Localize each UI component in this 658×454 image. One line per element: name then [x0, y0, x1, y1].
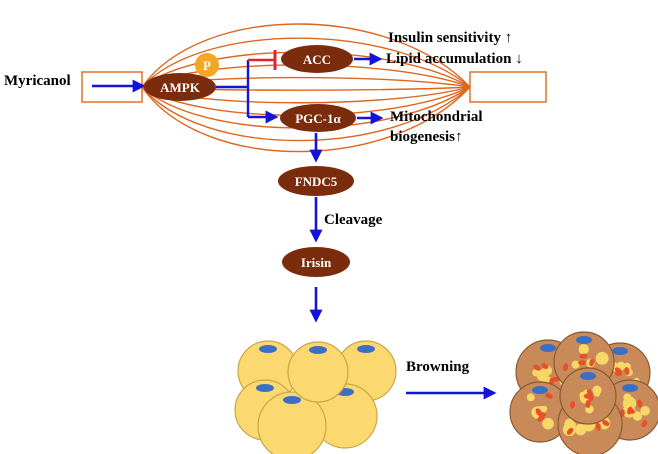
lipid-droplet [542, 417, 554, 430]
lipid-droplet [632, 411, 643, 421]
nucleus [576, 336, 592, 344]
lipid-droplet [623, 393, 632, 402]
myricanol-label: Myricanol [4, 73, 71, 89]
white-adipocyte [287, 341, 349, 403]
nucleus [357, 345, 375, 353]
mitochondrion [614, 371, 623, 377]
lipid-droplet [571, 360, 580, 369]
phospho-label: P [203, 58, 211, 73]
white-adipocyte [257, 391, 327, 454]
lipid-droplet [595, 351, 609, 365]
lipid-droplet [578, 343, 590, 355]
mitochondrion [637, 399, 643, 408]
lipid-droplet [526, 393, 535, 402]
mitochondrion [541, 363, 549, 370]
lipid-droplet [592, 385, 602, 395]
mitochondrion [589, 358, 595, 367]
white-adipocyte-cluster [234, 340, 397, 454]
nucleus [622, 384, 638, 392]
nucleus [580, 372, 596, 380]
pgc-label: PGC-1α [295, 111, 341, 126]
muscle-fiber [141, 37, 471, 88]
nucleus [532, 386, 548, 394]
mitochondrion [624, 367, 630, 375]
ampk-label: AMPK [160, 80, 201, 95]
mitochondrion [595, 422, 601, 431]
phospho-badge [195, 53, 219, 77]
mitochondrion [579, 353, 588, 359]
mitochondrion [545, 392, 553, 399]
lipid-droplet [640, 405, 650, 416]
nucleus [612, 347, 628, 355]
muscle-fiber [141, 86, 471, 142]
mito-label-line2: biogenesis↑ [390, 129, 463, 145]
pgc-node [280, 104, 356, 132]
cleavage-label: Cleavage [324, 212, 383, 228]
ampk-node [144, 73, 216, 101]
mitochondrion [627, 406, 633, 415]
mitochondrion [585, 400, 591, 409]
irisin-node [282, 247, 350, 277]
nucleus [256, 384, 274, 392]
nucleus [540, 344, 556, 352]
acc-label: ACC [303, 52, 331, 67]
fndc5-label: FNDC5 [295, 174, 338, 189]
right-tendon [469, 71, 547, 103]
lipid-label: Lipid accumulation ↓ [386, 51, 523, 67]
mitochondrion [578, 360, 587, 366]
beige-adipocyte [509, 381, 571, 443]
beige-adipocyte-cluster [509, 331, 658, 454]
nucleus [309, 346, 327, 354]
muscle-fiber [141, 86, 471, 153]
muscle-fiber [141, 23, 471, 88]
mito-label-line1: Mitochondrial [390, 109, 483, 125]
irisin-label: Irisin [301, 255, 332, 270]
browning-label: Browning [406, 359, 470, 375]
mitochondrion [583, 393, 592, 400]
mitochondrion [569, 400, 576, 409]
acc-node [281, 45, 353, 73]
nucleus [259, 345, 277, 353]
mitochondrion [533, 364, 541, 371]
insulin-label: Insulin sensitivity ↑ [388, 30, 512, 46]
mitochondrion [566, 427, 574, 435]
nucleus [283, 396, 301, 404]
mitochondrion [562, 363, 569, 372]
beige-adipocyte [559, 367, 617, 425]
mitochondrion [602, 420, 610, 426]
mitochondrion [538, 412, 547, 418]
mitochondrion [641, 419, 648, 428]
fndc5-node [278, 166, 354, 196]
ampk-branch [216, 60, 250, 117]
